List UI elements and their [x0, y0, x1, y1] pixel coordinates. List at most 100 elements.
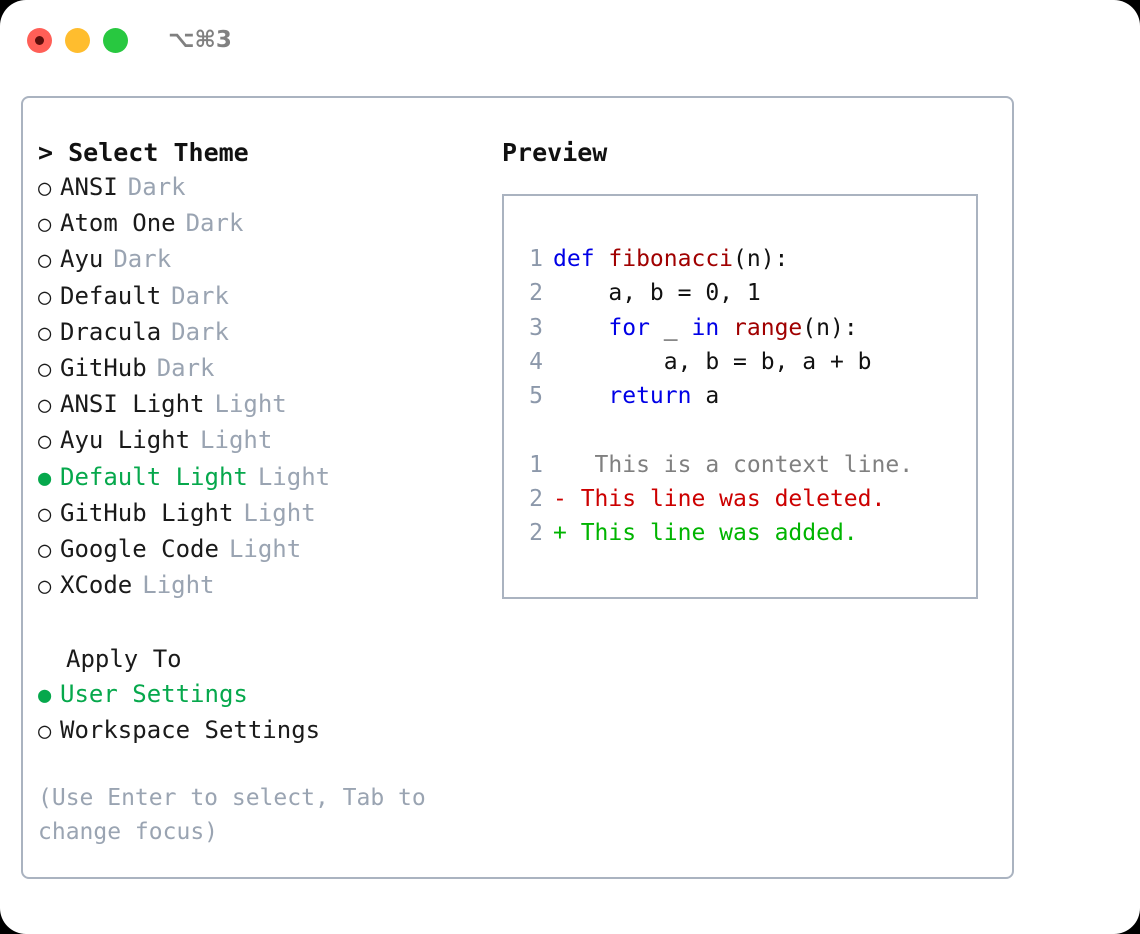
- code-blank-line: [521, 413, 913, 447]
- theme-option-label: Ayu Light: [60, 426, 191, 455]
- code-line: 4 a, b = b, a + b: [521, 345, 913, 379]
- diff-text: This line was added.: [566, 520, 858, 547]
- keyboard-hint: (Use Enter to select, Tab to change focu…: [38, 785, 440, 846]
- radio-unselected-icon: ○: [38, 320, 52, 346]
- line-number: 4: [529, 348, 543, 375]
- theme-option-label: Google Code: [60, 535, 219, 564]
- code-token: in: [691, 314, 734, 341]
- theme-option-tag: Dark: [156, 354, 215, 383]
- diff-sign: -: [553, 486, 567, 513]
- theme-option-tag: Dark: [127, 173, 186, 201]
- theme-option-label: XCode: [60, 571, 133, 600]
- keyboard-shortcut-label: ⌥⌘3: [168, 27, 232, 53]
- code-line: 2 a, b = 0, 1: [521, 276, 913, 310]
- theme-option-label: Dracula: [60, 317, 162, 346]
- radio-unselected-icon: ○: [38, 429, 52, 455]
- apply-to-option-workspace-settings[interactable]: ○ Workspace Settings: [38, 713, 498, 749]
- theme-option-tag: Dark: [171, 317, 229, 346]
- diff-sign: +: [553, 520, 567, 547]
- diff-line: 1 This is a context line.: [521, 448, 913, 482]
- theme-option-label: Default: [60, 281, 162, 310]
- theme-option-default[interactable]: ○ Default Dark: [38, 279, 498, 315]
- title-bar: ⌥⌘3: [0, 0, 1140, 80]
- theme-option-tag: Light: [142, 571, 215, 600]
- theme-option-label: ANSI: [60, 173, 118, 201]
- close-button[interactable]: [27, 27, 52, 53]
- theme-option-tag: Dark: [171, 281, 229, 310]
- code-token: fibonacci: [608, 246, 734, 272]
- line-number: 5: [529, 383, 543, 410]
- code-token: def: [553, 246, 609, 272]
- code-line: 1 def fibonacci(n):: [521, 242, 913, 276]
- theme-option-atom-one[interactable]: ○ Atom One Dark: [38, 206, 498, 242]
- theme-option-tag: Dark: [185, 209, 244, 238]
- apply-to-option-user-settings[interactable]: ● User Settings: [38, 677, 498, 713]
- diff-text: This line was deleted.: [566, 486, 886, 513]
- radio-unselected-icon: ○: [38, 718, 52, 744]
- radio-unselected-icon: ○: [38, 248, 52, 274]
- preview-title: Preview: [502, 138, 608, 167]
- theme-option-github[interactable]: ○ GitHub Dark: [38, 351, 498, 387]
- theme-option-label: ANSI Light: [60, 390, 205, 419]
- diff-line: 2- This line was deleted.: [521, 482, 913, 516]
- page-title: > Select Theme: [38, 138, 249, 167]
- theme-option-tag: Light: [214, 390, 287, 419]
- apply-to-option-label: User Settings: [60, 679, 248, 708]
- radio-unselected-icon: ○: [38, 284, 52, 310]
- theme-option-label: GitHub: [60, 354, 147, 383]
- window-controls: [27, 27, 128, 53]
- radio-unselected-icon: ○: [38, 501, 52, 527]
- theme-option-label: Atom One: [60, 209, 176, 238]
- line-number: 2: [529, 280, 543, 307]
- code-token: (n):: [802, 314, 858, 341]
- code-token: return: [608, 383, 692, 410]
- theme-option-github-light[interactable]: ○ GitHub Light Light: [38, 496, 498, 532]
- theme-option-tag: Dark: [113, 245, 172, 274]
- radio-unselected-icon: ○: [38, 574, 52, 600]
- diff-line: 2 + This line was added.: [521, 516, 913, 550]
- maximize-button[interactable]: [103, 27, 128, 53]
- line-number: 2: [529, 486, 543, 513]
- code-token: (n):: [733, 246, 789, 272]
- radio-unselected-icon: ○: [38, 393, 52, 419]
- theme-option-tag: Light: [243, 498, 316, 527]
- section-spacer: [38, 604, 498, 642]
- theme-option-label: Default Light: [60, 462, 248, 491]
- theme-option-xcode[interactable]: ○ XCode Light: [38, 568, 498, 604]
- theme-option-dracula[interactable]: ○ Dracula Dark: [38, 315, 498, 351]
- code-token: for: [608, 314, 650, 341]
- radio-unselected-icon: ○: [38, 357, 52, 383]
- theme-option-ayu-light[interactable]: ○ Ayu Light Light: [38, 423, 498, 459]
- line-number: 2: [529, 520, 543, 547]
- code-line: 5 return a: [521, 379, 913, 413]
- theme-option-tag: Light: [200, 426, 273, 455]
- minimize-button[interactable]: [65, 27, 90, 53]
- line-number: 3: [529, 314, 543, 341]
- line-number: 1: [529, 246, 543, 272]
- code-token: range: [733, 314, 803, 341]
- diff-sign: [553, 452, 567, 478]
- theme-option-label: GitHub Light: [60, 498, 234, 527]
- radio-unselected-icon: ○: [38, 212, 52, 238]
- theme-option-ansi-light[interactable]: ○ ANSI Light Light: [38, 387, 498, 423]
- diff-text: This is a context line.: [566, 451, 914, 478]
- radio-selected-icon: ●: [38, 682, 52, 708]
- code-token: [553, 315, 608, 341]
- code-token: a: [691, 383, 720, 410]
- apply-to-list: ● User Settings ○ Workspace Settings: [38, 677, 498, 749]
- apply-to-option-label: Workspace Settings: [60, 715, 321, 744]
- code-line: 3 for _ in range(n):: [521, 311, 913, 345]
- radio-selected-icon: ●: [38, 465, 52, 491]
- apply-to-heading: Apply To: [66, 645, 182, 674]
